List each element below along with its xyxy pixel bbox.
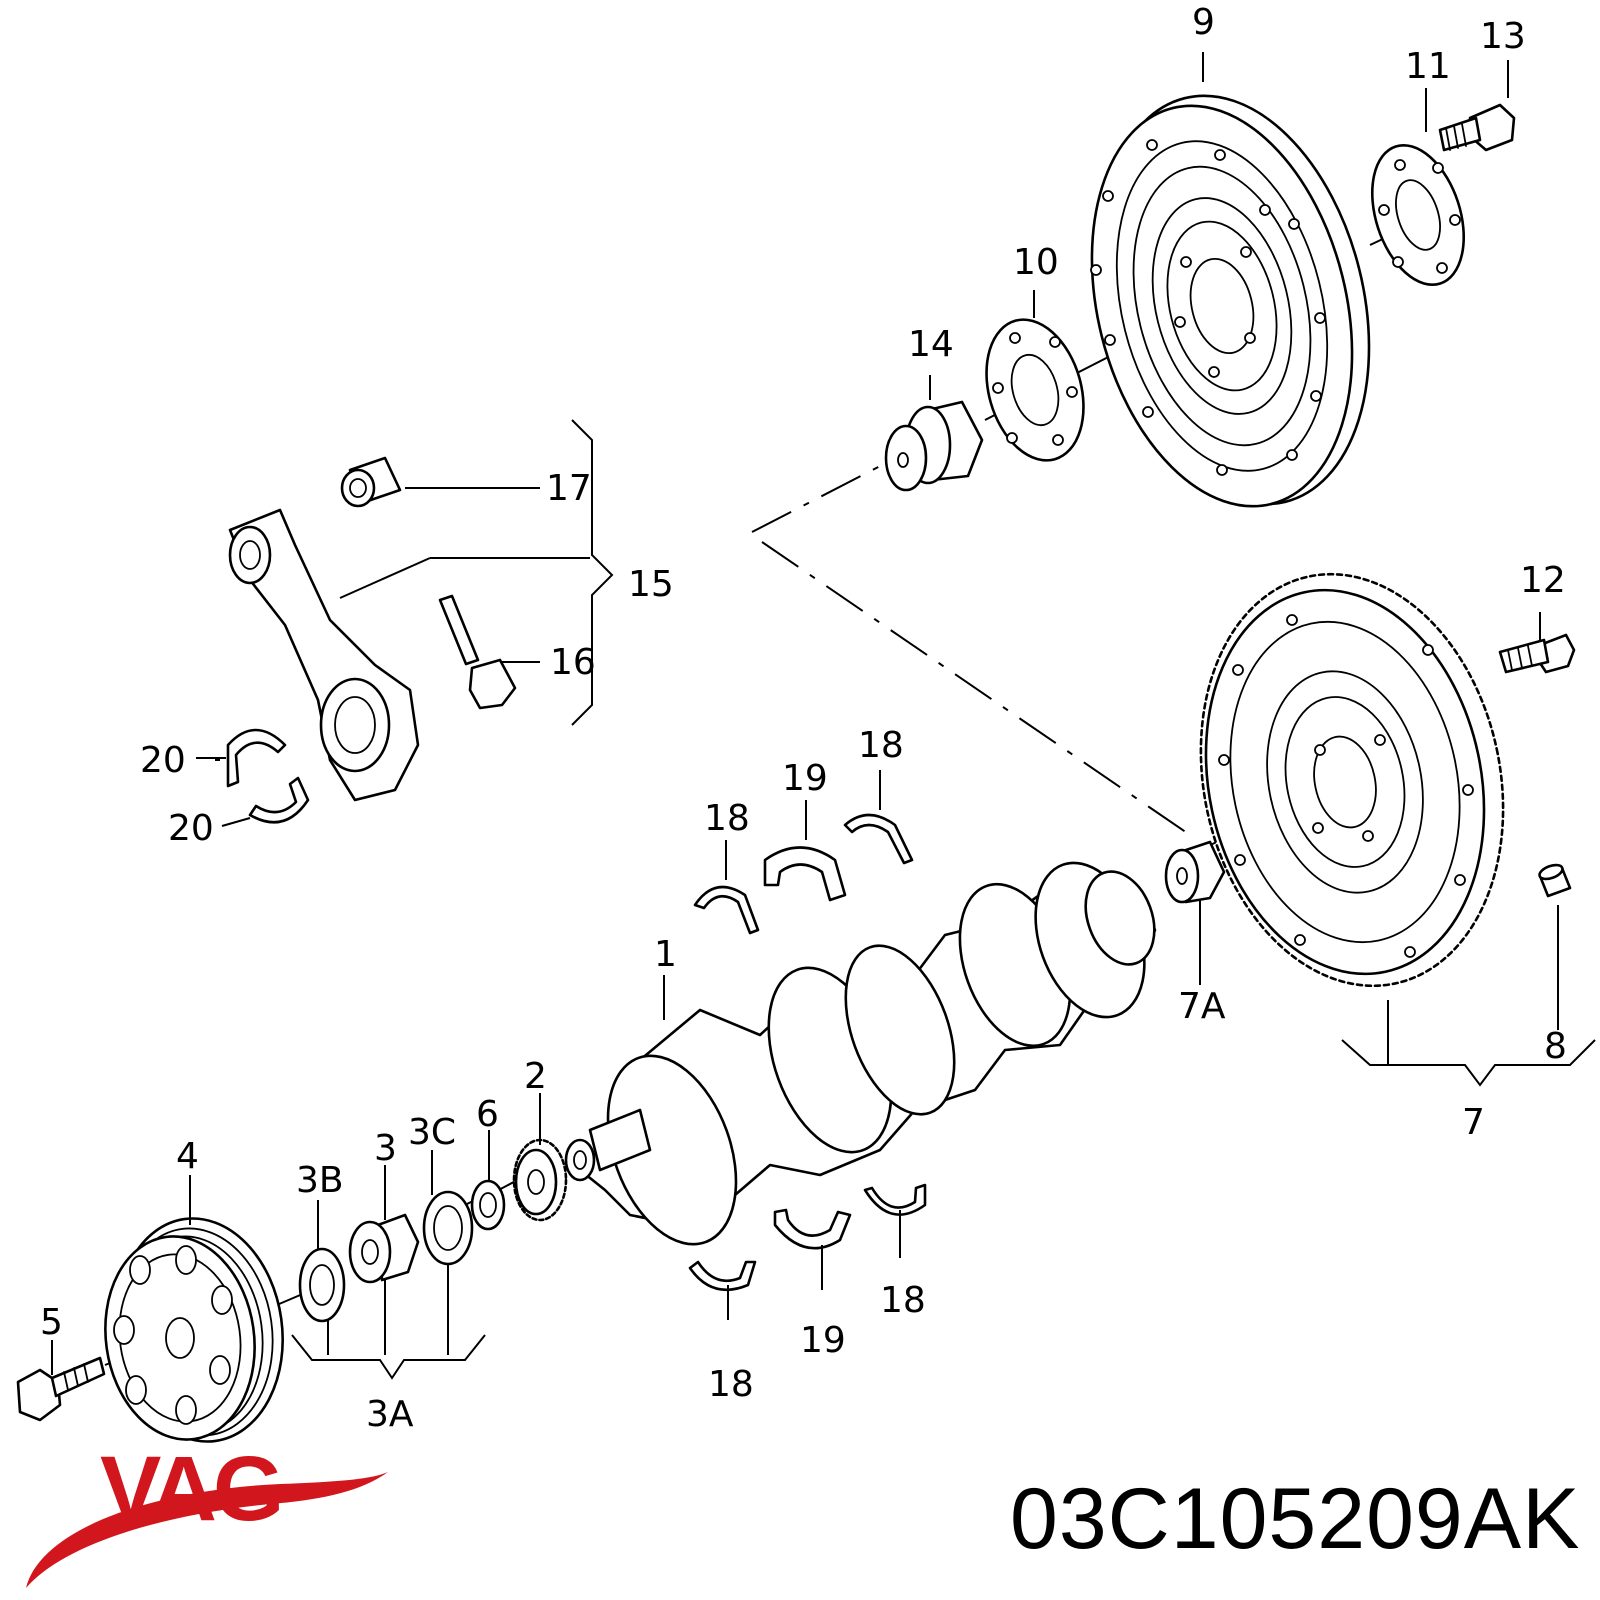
label-12: 12 <box>1520 560 1566 601</box>
crankshaft <box>564 861 1157 1246</box>
label-8: 8 <box>1544 1026 1567 1067</box>
label-17: 17 <box>546 468 592 509</box>
label-1: 1 <box>654 934 677 975</box>
logo-swoosh <box>26 1472 388 1588</box>
con-rod-bolt <box>438 594 517 710</box>
leader-lines <box>51 52 1596 1380</box>
pilot-bushing <box>884 400 984 492</box>
label-19b: 19 <box>800 1320 846 1361</box>
drive-plate-bolt-12 <box>1498 633 1576 674</box>
intermediate-plate <box>985 318 1085 462</box>
part-number: 03C105209AK <box>1010 1471 1581 1567</box>
label-20b: 20 <box>168 808 214 849</box>
label-11: 11 <box>1405 46 1451 87</box>
small-end-bushing <box>340 456 402 508</box>
label-9: 9 <box>1192 2 1215 43</box>
label-7: 7 <box>1462 1102 1485 1143</box>
label-3B: 3B <box>296 1160 344 1201</box>
label-3C: 3C <box>408 1112 456 1153</box>
label-4: 4 <box>176 1136 199 1177</box>
label-18b: 18 <box>704 798 750 839</box>
label-18a: 18 <box>858 725 904 766</box>
callout-labels: 9 13 11 10 14 17 15 16 12 20 20 18 19 18… <box>40 2 1567 1435</box>
pulley-bolt <box>16 1356 106 1422</box>
spacer-washer <box>470 1179 506 1231</box>
label-10: 10 <box>1013 242 1059 283</box>
flywheel-bolt-13 <box>1438 103 1516 152</box>
label-20a: 20 <box>140 740 186 781</box>
front-oil-seal <box>348 1213 420 1284</box>
dowel-pin <box>1538 863 1572 898</box>
pressure-plate-ring <box>1370 144 1466 286</box>
dual-mass-flywheel <box>1090 94 1371 508</box>
thrust-washers-and-bearings <box>688 813 927 1292</box>
needle-bearing <box>1164 840 1226 904</box>
label-15: 15 <box>628 564 674 605</box>
label-7A: 7A <box>1178 986 1226 1027</box>
label-5: 5 <box>40 1302 63 1343</box>
vibration-damper-pulley <box>104 1217 284 1443</box>
seal-washer <box>298 1247 346 1323</box>
oil-seal-ring <box>422 1190 474 1266</box>
drive-plate-with-ring-gear <box>1199 572 1505 988</box>
label-13: 13 <box>1480 16 1526 57</box>
label-16: 16 <box>550 642 596 683</box>
label-3A: 3A <box>366 1394 414 1435</box>
label-18d: 18 <box>708 1364 754 1405</box>
label-19a: 19 <box>782 758 828 799</box>
logo-text: VAG <box>100 1438 281 1540</box>
vag-logo: VAG <box>26 1438 388 1588</box>
connecting-rod <box>228 508 420 802</box>
label-3: 3 <box>374 1128 397 1169</box>
label-6: 6 <box>476 1094 499 1135</box>
label-18c: 18 <box>880 1280 926 1321</box>
label-14: 14 <box>908 324 954 365</box>
crankshaft-sprocket <box>512 1138 568 1222</box>
con-rod-bearing-shells <box>226 728 310 824</box>
label-2: 2 <box>524 1056 547 1097</box>
